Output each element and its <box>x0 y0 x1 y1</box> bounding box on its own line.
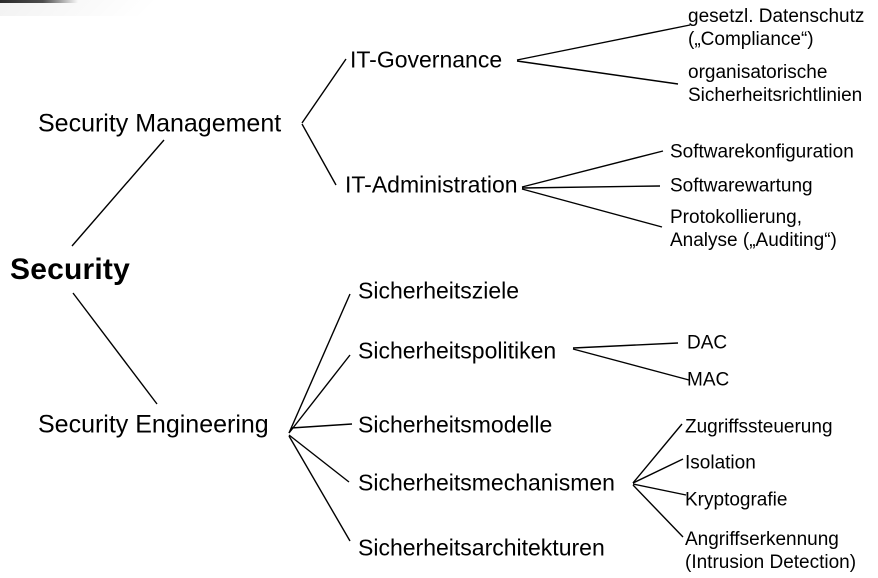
node-softwarekonfiguration: Softwarekonfiguration <box>670 141 854 163</box>
node-isolation: Isolation <box>685 452 756 474</box>
edge-engineering-to-sicherheitsmodelle <box>290 423 353 429</box>
node-it-administration: IT-Administration <box>345 171 518 198</box>
edge-mechanismen-to-angriffserkennung <box>632 484 684 538</box>
edge-administration-to-softwarewartung <box>521 185 661 189</box>
corner-smudge-artifact <box>0 0 78 3</box>
corner-shading-artifact <box>0 0 230 16</box>
node-sicherheitsziele: Sicherheitsziele <box>358 277 520 304</box>
node-security-management: Security Management <box>38 109 282 138</box>
node-it-governance: IT-Governance <box>350 46 503 73</box>
node-dac: DAC <box>687 332 728 354</box>
edge-governance-to-gesetzl-datenschutz <box>516 24 691 61</box>
edge-engineering-to-sicherheitspolitiken <box>288 354 351 434</box>
edge-engineering-to-sicherheitsarchitekturen <box>288 435 351 542</box>
node-sicherheitspolitiken: Sicherheitspolitiken <box>358 337 557 364</box>
edge-management-to-it-administration <box>301 123 337 186</box>
node-softwarewartung: Softwarewartung <box>670 175 813 197</box>
node-zugriffssteuerung: Zugriffssteuerung <box>685 416 833 438</box>
node-kryptografie: Kryptografie <box>685 489 788 511</box>
edge-politiken-to-dac <box>572 342 679 349</box>
node-mac: MAC <box>687 369 730 391</box>
edge-management-to-it-governance <box>301 58 347 124</box>
node-gesetzlicher-datenschutz: gesetzl. Datenschutz („Compliance“) <box>688 6 865 50</box>
edge-administration-to-protokollierung <box>521 188 663 228</box>
edge-mechanismen-to-isolation <box>632 458 684 484</box>
edge-governance-to-organisatorische <box>516 60 679 85</box>
node-organisatorische-richtlinien: organisatorische Sicherheitsrichtlinien <box>688 62 863 106</box>
node-sicherheitsmechanismen: Sicherheitsmechanismen <box>358 469 615 496</box>
edge-mechanismen-to-zugriffssteuerung <box>632 423 683 484</box>
node-protokollierung-analyse: Protokollierung, Analyse („Auditing“) <box>670 207 837 251</box>
node-sicherheitsmodelle: Sicherheitsmodelle <box>358 411 553 438</box>
edge-mechanismen-to-kryptografie <box>632 483 687 496</box>
node-sicherheitsarchitekturen: Sicherheitsarchitekturen <box>358 534 605 561</box>
edge-engineering-to-sicherheitsziele <box>288 293 351 434</box>
edge-security-to-security-management <box>71 139 165 247</box>
node-security-engineering: Security Engineering <box>38 410 269 439</box>
edge-security-to-security-engineering <box>72 292 158 405</box>
edge-administration-to-softwarekonfiguration <box>521 150 664 188</box>
node-security-root: Security <box>10 253 130 286</box>
edge-engineering-to-sicherheitsmechanismen <box>288 434 350 483</box>
node-angriffserkennung: Angriffserkennung (Intrusion Detection) <box>685 529 857 573</box>
edge-politiken-to-mac <box>572 348 690 381</box>
